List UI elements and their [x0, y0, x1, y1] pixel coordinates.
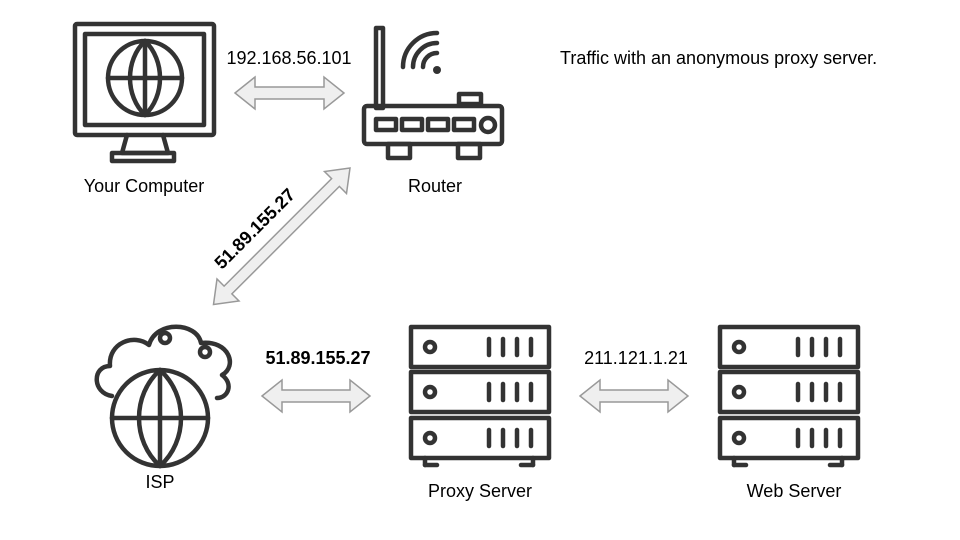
- proxy-web-ip: 211.121.1.21: [584, 348, 688, 368]
- proxy-web-arrow: [578, 378, 690, 414]
- computer-router-arrow: [233, 75, 346, 111]
- isp-icon: [94, 324, 233, 469]
- diagram-title: Traffic with an anonymous proxy server.: [560, 48, 877, 68]
- web-server-icon: [717, 324, 861, 468]
- web-server-label: Web Server: [747, 481, 842, 501]
- router-icon: [361, 25, 505, 161]
- computer-icon: [72, 21, 217, 164]
- isp-label: ISP: [145, 472, 174, 492]
- router-label: Router: [408, 176, 462, 196]
- router-isp-arrow: [212, 167, 351, 306]
- proxy-server-label: Proxy Server: [428, 481, 532, 501]
- isp-proxy-ip: 51.89.155.27: [265, 348, 370, 368]
- isp-proxy-arrow: [260, 378, 372, 414]
- proxy-server-icon: [408, 324, 552, 468]
- computer-router-ip: 192.168.56.101: [226, 48, 351, 68]
- computer-label: Your Computer: [84, 176, 204, 196]
